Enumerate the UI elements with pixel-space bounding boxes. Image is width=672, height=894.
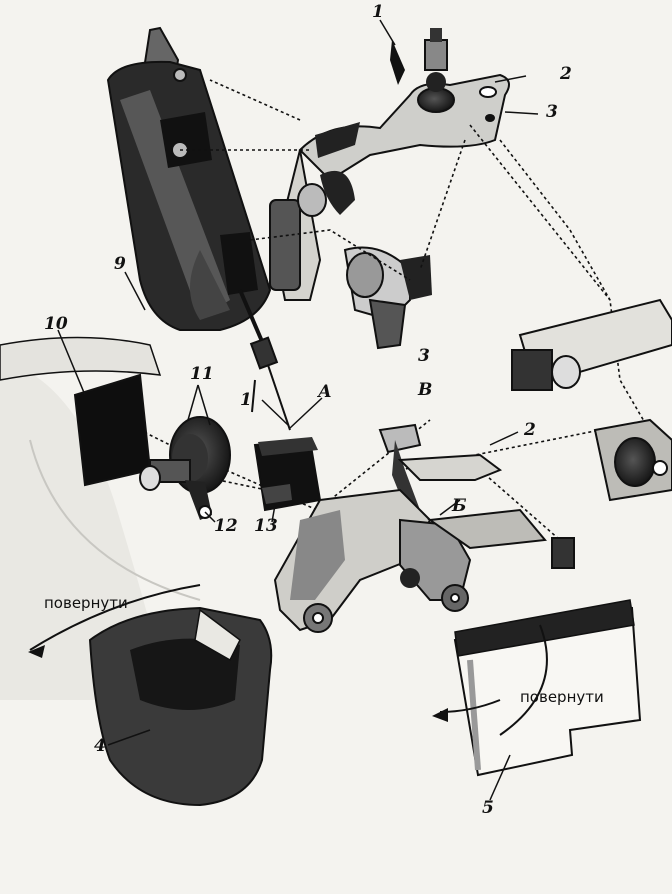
label-1-mid: 1 (240, 390, 252, 410)
label-12: 12 (214, 516, 238, 536)
label-10: 10 (44, 314, 68, 334)
label-1-top: 1 (372, 2, 384, 22)
cover-part-5 (432, 599, 642, 777)
part-10-block (73, 373, 152, 487)
rotate-caption-left: повернути (44, 594, 128, 612)
label-3-mid: 3 (418, 346, 430, 366)
needle-bar-housing (106, 26, 272, 331)
leader-lines (57, 19, 539, 801)
needle (238, 289, 291, 431)
label-a: А (318, 382, 332, 402)
label-b: Б (452, 496, 467, 516)
part-13-box (253, 437, 322, 512)
label-4: 4 (94, 736, 106, 756)
label-2-top: 2 (560, 64, 572, 84)
left-bed-bar (0, 336, 162, 381)
label-13: 13 (254, 516, 278, 536)
label-11: 11 (190, 364, 214, 384)
background-shading (0, 360, 201, 700)
lower-looper-mechanism (273, 423, 575, 633)
tension-disc-assembly (139, 416, 231, 520)
label-3-top: 3 (546, 102, 558, 122)
cover-part-4 (28, 584, 273, 807)
label-5: 5 (482, 798, 494, 818)
label-9: 9 (114, 254, 126, 274)
middle-linkage (269, 149, 432, 350)
rotate-caption-right: повернути (520, 688, 604, 706)
right-rod-assembly (511, 298, 672, 502)
label-v: В (418, 380, 433, 400)
label-2-mid: 2 (524, 420, 536, 440)
thread-guide-arm (298, 28, 510, 182)
